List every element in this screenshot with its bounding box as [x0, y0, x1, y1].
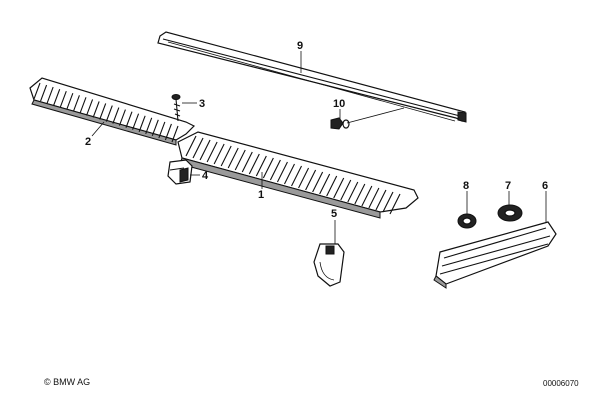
grille-rib	[151, 119, 159, 137]
grille-rib	[276, 161, 288, 183]
grille-rib	[46, 86, 54, 104]
part-4-clip-nut[interactable]	[167, 159, 193, 185]
grille-rib	[255, 155, 267, 177]
callout-5: 5	[331, 208, 337, 220]
callout-1: 1	[258, 189, 264, 201]
grille-rib	[105, 105, 113, 122]
part-10-clip[interactable]	[330, 117, 350, 130]
grille-rib	[382, 191, 394, 213]
grille-rib	[125, 111, 133, 128]
grille-rib	[112, 107, 120, 124]
copyright-label: © BMW AG	[44, 377, 91, 387]
part-3-screw[interactable]	[171, 94, 181, 122]
grille-rib	[138, 115, 146, 132]
grille-rib	[145, 117, 153, 135]
part-1-main-grille[interactable]	[177, 131, 419, 219]
grille-rib	[340, 179, 352, 201]
grille-rib	[213, 143, 225, 165]
part-7-grommet[interactable]	[497, 204, 523, 222]
part-8-grommet[interactable]	[457, 213, 477, 229]
part-1-ribs	[185, 135, 401, 215]
grille-rib	[291, 165, 303, 187]
grille-rib	[389, 193, 401, 215]
grille-rib	[326, 175, 338, 197]
grille-rib	[312, 171, 324, 193]
callout-10: 10	[333, 98, 345, 110]
leader-lines	[91, 51, 547, 244]
grille-rib	[347, 181, 359, 203]
grille-rib	[66, 93, 74, 110]
grille-rib	[241, 151, 253, 173]
grille-rib	[298, 167, 310, 189]
grille-rib	[361, 185, 373, 207]
part-2-ribs	[33, 82, 179, 143]
grille-rib	[333, 177, 345, 199]
grille-rib	[92, 101, 100, 118]
grille-rib	[53, 88, 61, 106]
part-2-left-grille[interactable]	[29, 77, 196, 146]
grille-rib	[132, 113, 140, 130]
grille-rib	[86, 99, 94, 116]
grille-rib	[227, 147, 239, 169]
callout-3: 3	[199, 98, 205, 110]
callout-7: 7	[505, 180, 511, 192]
grille-rib	[59, 90, 67, 108]
grille-rib	[262, 157, 274, 179]
grille-rib	[305, 169, 317, 191]
grille-rib	[192, 137, 204, 159]
callout-2: 2	[85, 136, 91, 148]
grille-rib	[206, 141, 218, 163]
grille-rib	[283, 163, 295, 185]
callout-8: 8	[463, 180, 469, 192]
grille-rib	[33, 82, 41, 100]
grille-rib	[40, 84, 48, 102]
grille-rib	[248, 153, 260, 175]
grille-rib	[354, 183, 366, 205]
grille-rib	[185, 135, 197, 157]
grille-rib	[199, 139, 211, 161]
part-6-side-grille[interactable]	[433, 221, 557, 289]
callout-6: 6	[542, 180, 548, 192]
grille-rib	[269, 159, 281, 181]
grille-rib	[72, 95, 80, 112]
grille-rib	[375, 189, 387, 211]
grille-rib	[220, 145, 232, 167]
grille-rib	[158, 121, 166, 139]
grille-rib	[319, 173, 331, 195]
part-9-trim-strip[interactable]	[157, 31, 467, 123]
grille-rib	[171, 125, 179, 143]
grille-rib	[234, 149, 246, 171]
callout-9: 9	[297, 40, 303, 52]
grille-rib	[164, 123, 172, 141]
grille-rib	[79, 97, 87, 114]
grille-rib	[368, 187, 380, 209]
grille-rib	[118, 109, 126, 126]
callout-4: 4	[202, 170, 209, 182]
diagram-id-label: 00006070	[543, 379, 579, 388]
part-5-bracket[interactable]	[313, 243, 345, 287]
grille-rib	[99, 103, 107, 120]
